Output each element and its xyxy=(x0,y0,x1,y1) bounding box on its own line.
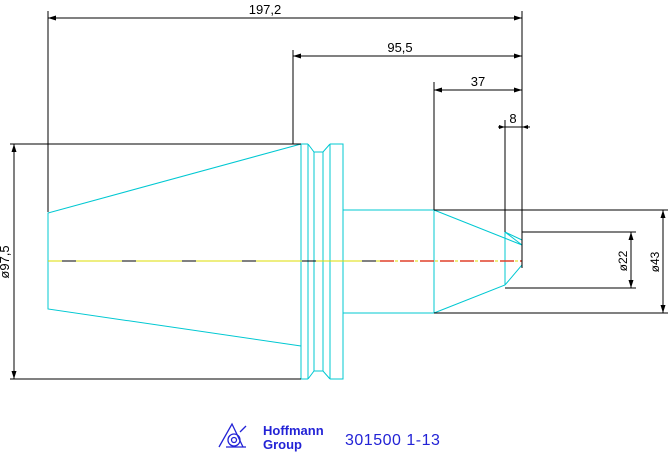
dimension-lines xyxy=(10,11,668,380)
dimension-arrows xyxy=(11,15,666,379)
brand-line-1: Hoffmann xyxy=(263,423,324,438)
dim-dia-22: ø22 xyxy=(616,250,630,271)
taper-shank xyxy=(47,143,302,347)
dim-length-8: 8 xyxy=(509,111,516,126)
part-number: 301500 1-13 xyxy=(345,432,441,449)
dim-dia-97: ø97,5 xyxy=(0,245,12,278)
dim-length-95: 95,5 xyxy=(387,40,412,55)
logo-mark-icon xyxy=(218,422,247,448)
dim-length-37: 37 xyxy=(471,74,485,89)
brand-line-2: Group xyxy=(263,437,302,452)
dim-dia-43: ø43 xyxy=(648,251,662,272)
dim-overall-length: 197,2 xyxy=(249,2,282,17)
hoffmann-group-logo: Hoffmann Group xyxy=(218,422,324,452)
